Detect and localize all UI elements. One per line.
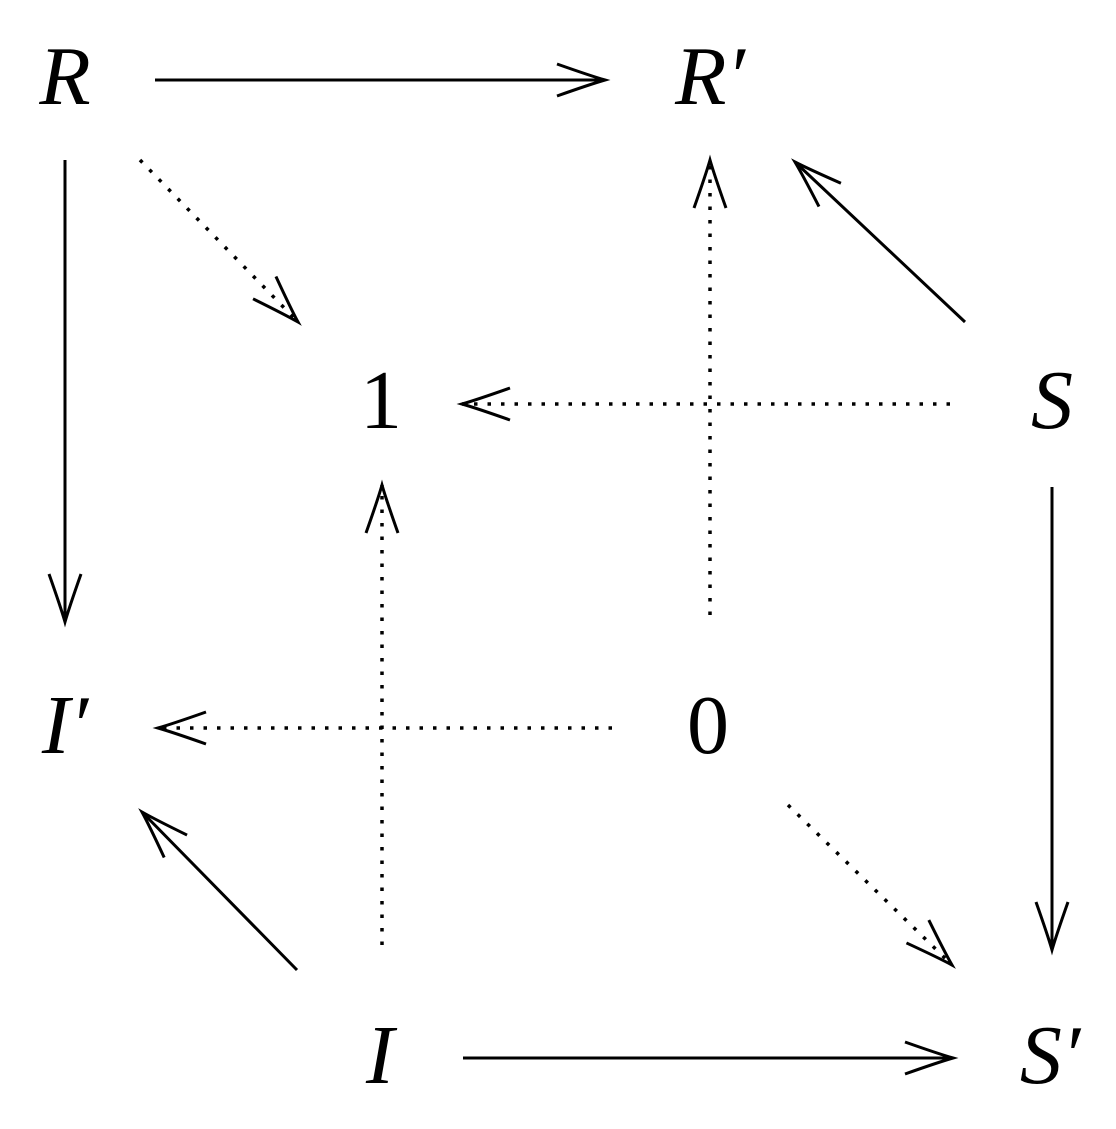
arrow-S-to-Rp xyxy=(791,158,967,324)
arrowhead-icon xyxy=(556,62,611,98)
arrow-zero-to-Ip xyxy=(152,710,612,746)
edges xyxy=(47,62,1070,1076)
dotted-arrow-shaft xyxy=(786,803,954,967)
arrowhead-icon xyxy=(364,479,400,534)
node-I-prime: I′ xyxy=(41,679,90,772)
solid-arrow-shaft xyxy=(140,810,299,972)
node-I: I xyxy=(365,1009,398,1102)
node-0: 0 xyxy=(687,679,729,772)
dotted-arrow-shaft xyxy=(138,158,300,324)
arrowhead-icon xyxy=(456,386,511,422)
node-S-prime: S′ xyxy=(1020,1009,1082,1102)
arrowhead-icon xyxy=(905,919,956,969)
arrowhead-icon xyxy=(152,710,207,746)
solid-arrow-shaft xyxy=(793,160,967,324)
arrow-I-to-Sp xyxy=(463,1040,959,1076)
arrow-S-to-Sp xyxy=(1034,487,1070,956)
arrow-R-to-one xyxy=(138,158,302,326)
arrowhead-icon xyxy=(47,573,83,628)
arrowhead-icon xyxy=(904,1040,959,1076)
node-S: S xyxy=(1031,354,1073,447)
nodes: R R′ 1 S I′ 0 I S′ xyxy=(38,30,1081,1102)
arrow-I-to-Ip xyxy=(138,808,299,972)
arrowhead-icon xyxy=(252,275,302,326)
node-R: R xyxy=(38,30,90,123)
arrowhead-icon xyxy=(138,808,188,859)
arrow-zero-to-Sp xyxy=(786,803,956,969)
arrow-R-to-Rp xyxy=(155,62,611,98)
arrow-R-to-Ip xyxy=(47,160,83,628)
node-R-prime: R′ xyxy=(674,30,746,123)
arrow-zero-to-Rp xyxy=(692,154,728,615)
arrowhead-icon xyxy=(692,154,728,209)
arrowhead-icon xyxy=(791,158,842,208)
arrow-I-to-one xyxy=(364,479,400,945)
node-1: 1 xyxy=(360,354,402,447)
arrow-S-to-one xyxy=(456,386,950,422)
arrowhead-icon xyxy=(1034,901,1070,956)
